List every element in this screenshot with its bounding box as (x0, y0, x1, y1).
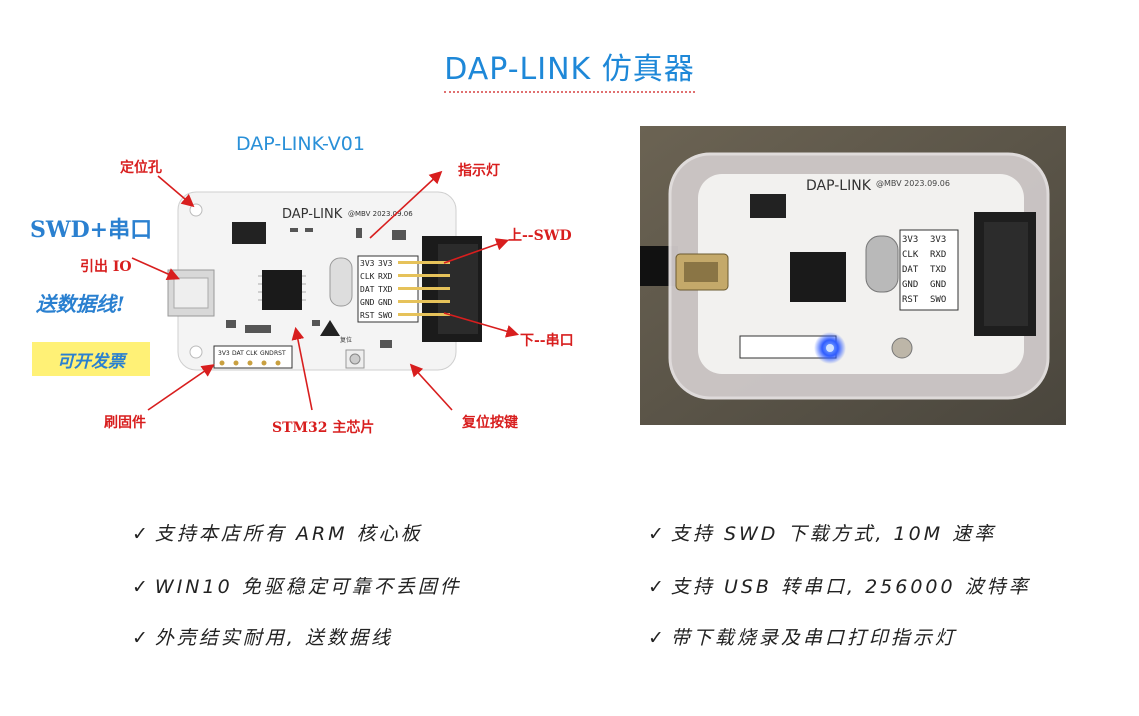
mcu-chip (790, 252, 846, 302)
pin-label: 3V3 (378, 259, 393, 268)
pin-label: RST (360, 311, 375, 320)
svg-text:RST: RST (274, 350, 286, 357)
feature-item: ✓外壳结实耐用, 送数据线 (132, 627, 394, 649)
crystal (329, 257, 353, 307)
bottom-pin-row (213, 345, 293, 369)
svg-text:DAT: DAT (902, 265, 919, 275)
label-free-cable: 送数据线! (36, 292, 125, 316)
pcb-diagram: DAP-LINK @MBV 2023.09.06 3V3 CLK DAT GND… (131, 170, 520, 411)
callout-mcu: STM32 主芯片 (272, 420, 375, 436)
svg-text:复位: 复位 (340, 336, 352, 344)
svg-text:DAP-LINK: DAP-LINK (806, 178, 872, 194)
mcu-chip (262, 270, 302, 310)
svg-text:TXD: TXD (930, 265, 946, 275)
callout-reset-key: 复位按键 (462, 415, 518, 431)
svg-text:CLK: CLK (902, 250, 919, 260)
svg-text:SWO: SWO (930, 295, 946, 305)
reset-button (891, 337, 913, 359)
callout-locating-hole: 定位孔 (120, 160, 162, 176)
svg-text:GND: GND (902, 280, 918, 290)
invoice-badge: 可开发票 (32, 342, 150, 376)
page-title: DAP-LINK 仿真器 (0, 44, 1139, 93)
pin-label: CLK (360, 272, 375, 281)
svg-text:DAT: DAT (232, 350, 244, 357)
pin-label: TXD (378, 285, 393, 294)
board-model-label: DAP-LINK-V01 (236, 133, 365, 155)
silk-name: DAP-LINK (282, 207, 343, 222)
pin-label: GND (360, 298, 375, 307)
product-photo: DAP-LINK @MBV 2023.09.06 3V3 CLK DAT GND… (640, 126, 1066, 425)
callout-bottom-uart: 下--串口 (520, 333, 574, 349)
pin-label: RXD (378, 272, 393, 281)
mount-hole (189, 203, 203, 217)
svg-text:3V3: 3V3 (930, 235, 946, 245)
svg-text:3V3: 3V3 (902, 235, 918, 245)
feature-item: ✓支持 SWD 下载方式, 10M 速率 (648, 523, 997, 545)
svg-text:CLK: CLK (246, 350, 259, 357)
callout-top-swd: 上--SWD (508, 228, 572, 244)
label-swd-uart: SWD+串口 (30, 217, 153, 243)
pin-label: 3V3 (360, 259, 375, 268)
pin-label: GND (378, 298, 393, 307)
svg-text:GND: GND (930, 280, 946, 290)
silk-brand: @MBV 2023.09.06 (348, 210, 413, 218)
svg-text:RXD: RXD (930, 250, 946, 260)
svg-text:GND: GND (260, 350, 274, 357)
svg-text:RST: RST (902, 295, 919, 305)
feature-item: ✓WIN10 免驱稳定可靠不丢固件 (132, 576, 462, 598)
regulator-chip (232, 222, 266, 244)
svg-text:3V3: 3V3 (218, 350, 230, 357)
pin-label: DAT (360, 285, 375, 294)
svg-text:@MBV 2023.09.06: @MBV 2023.09.06 (876, 179, 950, 188)
feature-item: ✓支持 USB 转串口, 256000 波特率 (648, 576, 1031, 598)
feature-item: ✓带下载烧录及串口打印指示灯 (648, 627, 957, 649)
feature-item: ✓支持本店所有 ARM 核心板 (132, 523, 423, 545)
callout-io-out: 引出 IO (80, 259, 132, 275)
pin-label: SWO (378, 311, 393, 320)
callout-indicator: 指示灯 (458, 163, 500, 179)
callout-firmware: 刷固件 (104, 415, 146, 431)
